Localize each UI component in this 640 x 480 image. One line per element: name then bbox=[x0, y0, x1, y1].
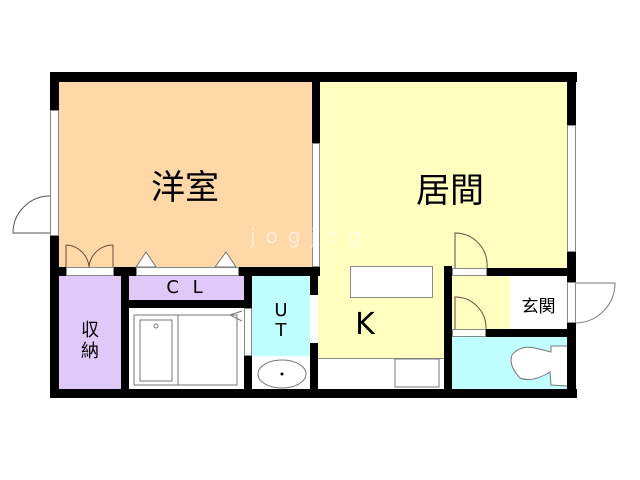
bathtub-outer bbox=[133, 314, 238, 386]
wall-ut-right-top bbox=[310, 267, 318, 295]
closet bbox=[129, 276, 244, 300]
western-room bbox=[59, 82, 312, 267]
entrance-label: 玄関 bbox=[521, 297, 556, 317]
door-swing-toilet bbox=[454, 296, 487, 330]
utility-label-1: U bbox=[274, 300, 288, 321]
opening-entrance bbox=[452, 268, 487, 276]
bathtub-inner bbox=[139, 319, 173, 382]
door-swing-entrance bbox=[575, 282, 616, 324]
door-swing-living bbox=[454, 232, 488, 269]
utility bbox=[252, 276, 310, 356]
watermark: jogjog bbox=[250, 224, 371, 248]
storage-label-2: 納 bbox=[81, 341, 99, 362]
opening-closet bbox=[136, 267, 239, 276]
wall-storage-right bbox=[121, 276, 129, 389]
door-swing-left bbox=[12, 195, 51, 234]
toilet-fixture bbox=[510, 345, 568, 387]
washbasin bbox=[257, 359, 307, 389]
wall-closet-bottom bbox=[129, 300, 252, 308]
wall-bottom bbox=[50, 389, 577, 398]
wall-entrance-top bbox=[487, 268, 567, 276]
opening-bath bbox=[244, 308, 252, 356]
bathroom bbox=[129, 308, 244, 389]
storage-label-1: 収 bbox=[81, 320, 99, 341]
utility-label-2: T bbox=[275, 320, 287, 341]
western-room-label: 洋室 bbox=[151, 168, 219, 208]
wall-entrance-bottom bbox=[486, 329, 567, 337]
living-room-label: 居間 bbox=[416, 171, 484, 211]
kitchen-counter bbox=[318, 358, 444, 389]
opening-western-left bbox=[66, 267, 114, 276]
window-right bbox=[567, 125, 576, 252]
storage bbox=[59, 276, 121, 389]
closet-label: C L bbox=[166, 277, 207, 298]
living-room bbox=[320, 82, 567, 270]
wall-kitchen-right bbox=[444, 266, 452, 389]
window-middle bbox=[312, 143, 320, 267]
wall-ut-right-bottom bbox=[310, 343, 318, 389]
entrance-hall bbox=[452, 276, 510, 329]
bathtub-drain bbox=[153, 323, 159, 329]
entrance bbox=[510, 276, 567, 329]
kitchen-label: K bbox=[355, 307, 375, 342]
kitchen-sink bbox=[394, 358, 440, 388]
closet-marker-right bbox=[214, 251, 237, 268]
closet-marker-left bbox=[135, 251, 157, 268]
window-right-entrance bbox=[567, 282, 576, 323]
opening-toilet bbox=[452, 329, 486, 337]
wall-top bbox=[50, 72, 577, 82]
door-swing-storage-left bbox=[65, 244, 90, 268]
window-left bbox=[50, 110, 59, 236]
kitchen-shelf bbox=[350, 266, 433, 298]
door-swing-storage-right bbox=[88, 244, 114, 268]
